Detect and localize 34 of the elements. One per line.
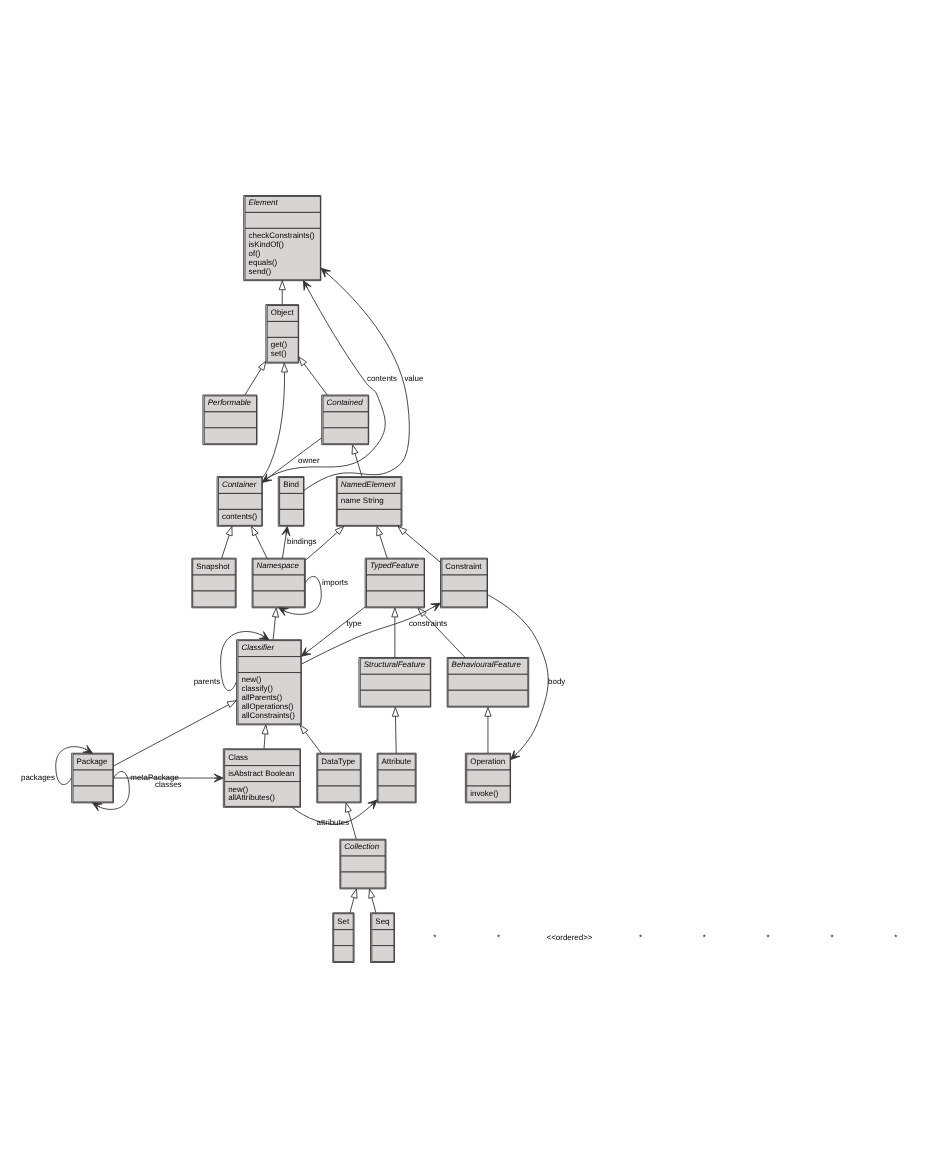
arrow bbox=[220, 631, 270, 691]
arrow bbox=[281, 526, 291, 559]
arrow bbox=[368, 888, 377, 913]
arrow bbox=[221, 526, 233, 559]
arrow bbox=[305, 525, 345, 561]
arrow bbox=[262, 280, 386, 482]
arrow bbox=[55, 744, 93, 786]
arrow bbox=[484, 706, 492, 754]
arrow bbox=[278, 280, 286, 305]
arrow bbox=[291, 799, 378, 825]
arrow bbox=[345, 802, 357, 840]
arrow bbox=[391, 607, 399, 658]
arrow bbox=[300, 606, 366, 657]
arrow bbox=[487, 594, 549, 761]
arrow bbox=[303, 267, 410, 491]
arrow bbox=[349, 888, 358, 913]
arrow bbox=[113, 773, 224, 783]
arrow bbox=[299, 724, 322, 754]
arrow bbox=[244, 360, 267, 396]
arrow bbox=[261, 724, 269, 750]
arrow bbox=[251, 526, 268, 559]
arrow bbox=[113, 700, 237, 767]
arrow bbox=[391, 706, 400, 754]
arrow bbox=[271, 607, 279, 640]
arrow bbox=[397, 526, 441, 563]
arrow bbox=[261, 437, 323, 483]
arrow bbox=[298, 356, 328, 396]
arrow bbox=[351, 444, 363, 478]
arrow bbox=[376, 526, 388, 559]
arrow bbox=[261, 362, 289, 479]
arrow bbox=[92, 771, 130, 812]
arrow bbox=[278, 576, 322, 616]
arrow bbox=[301, 602, 441, 665]
arrow bbox=[417, 607, 466, 658]
